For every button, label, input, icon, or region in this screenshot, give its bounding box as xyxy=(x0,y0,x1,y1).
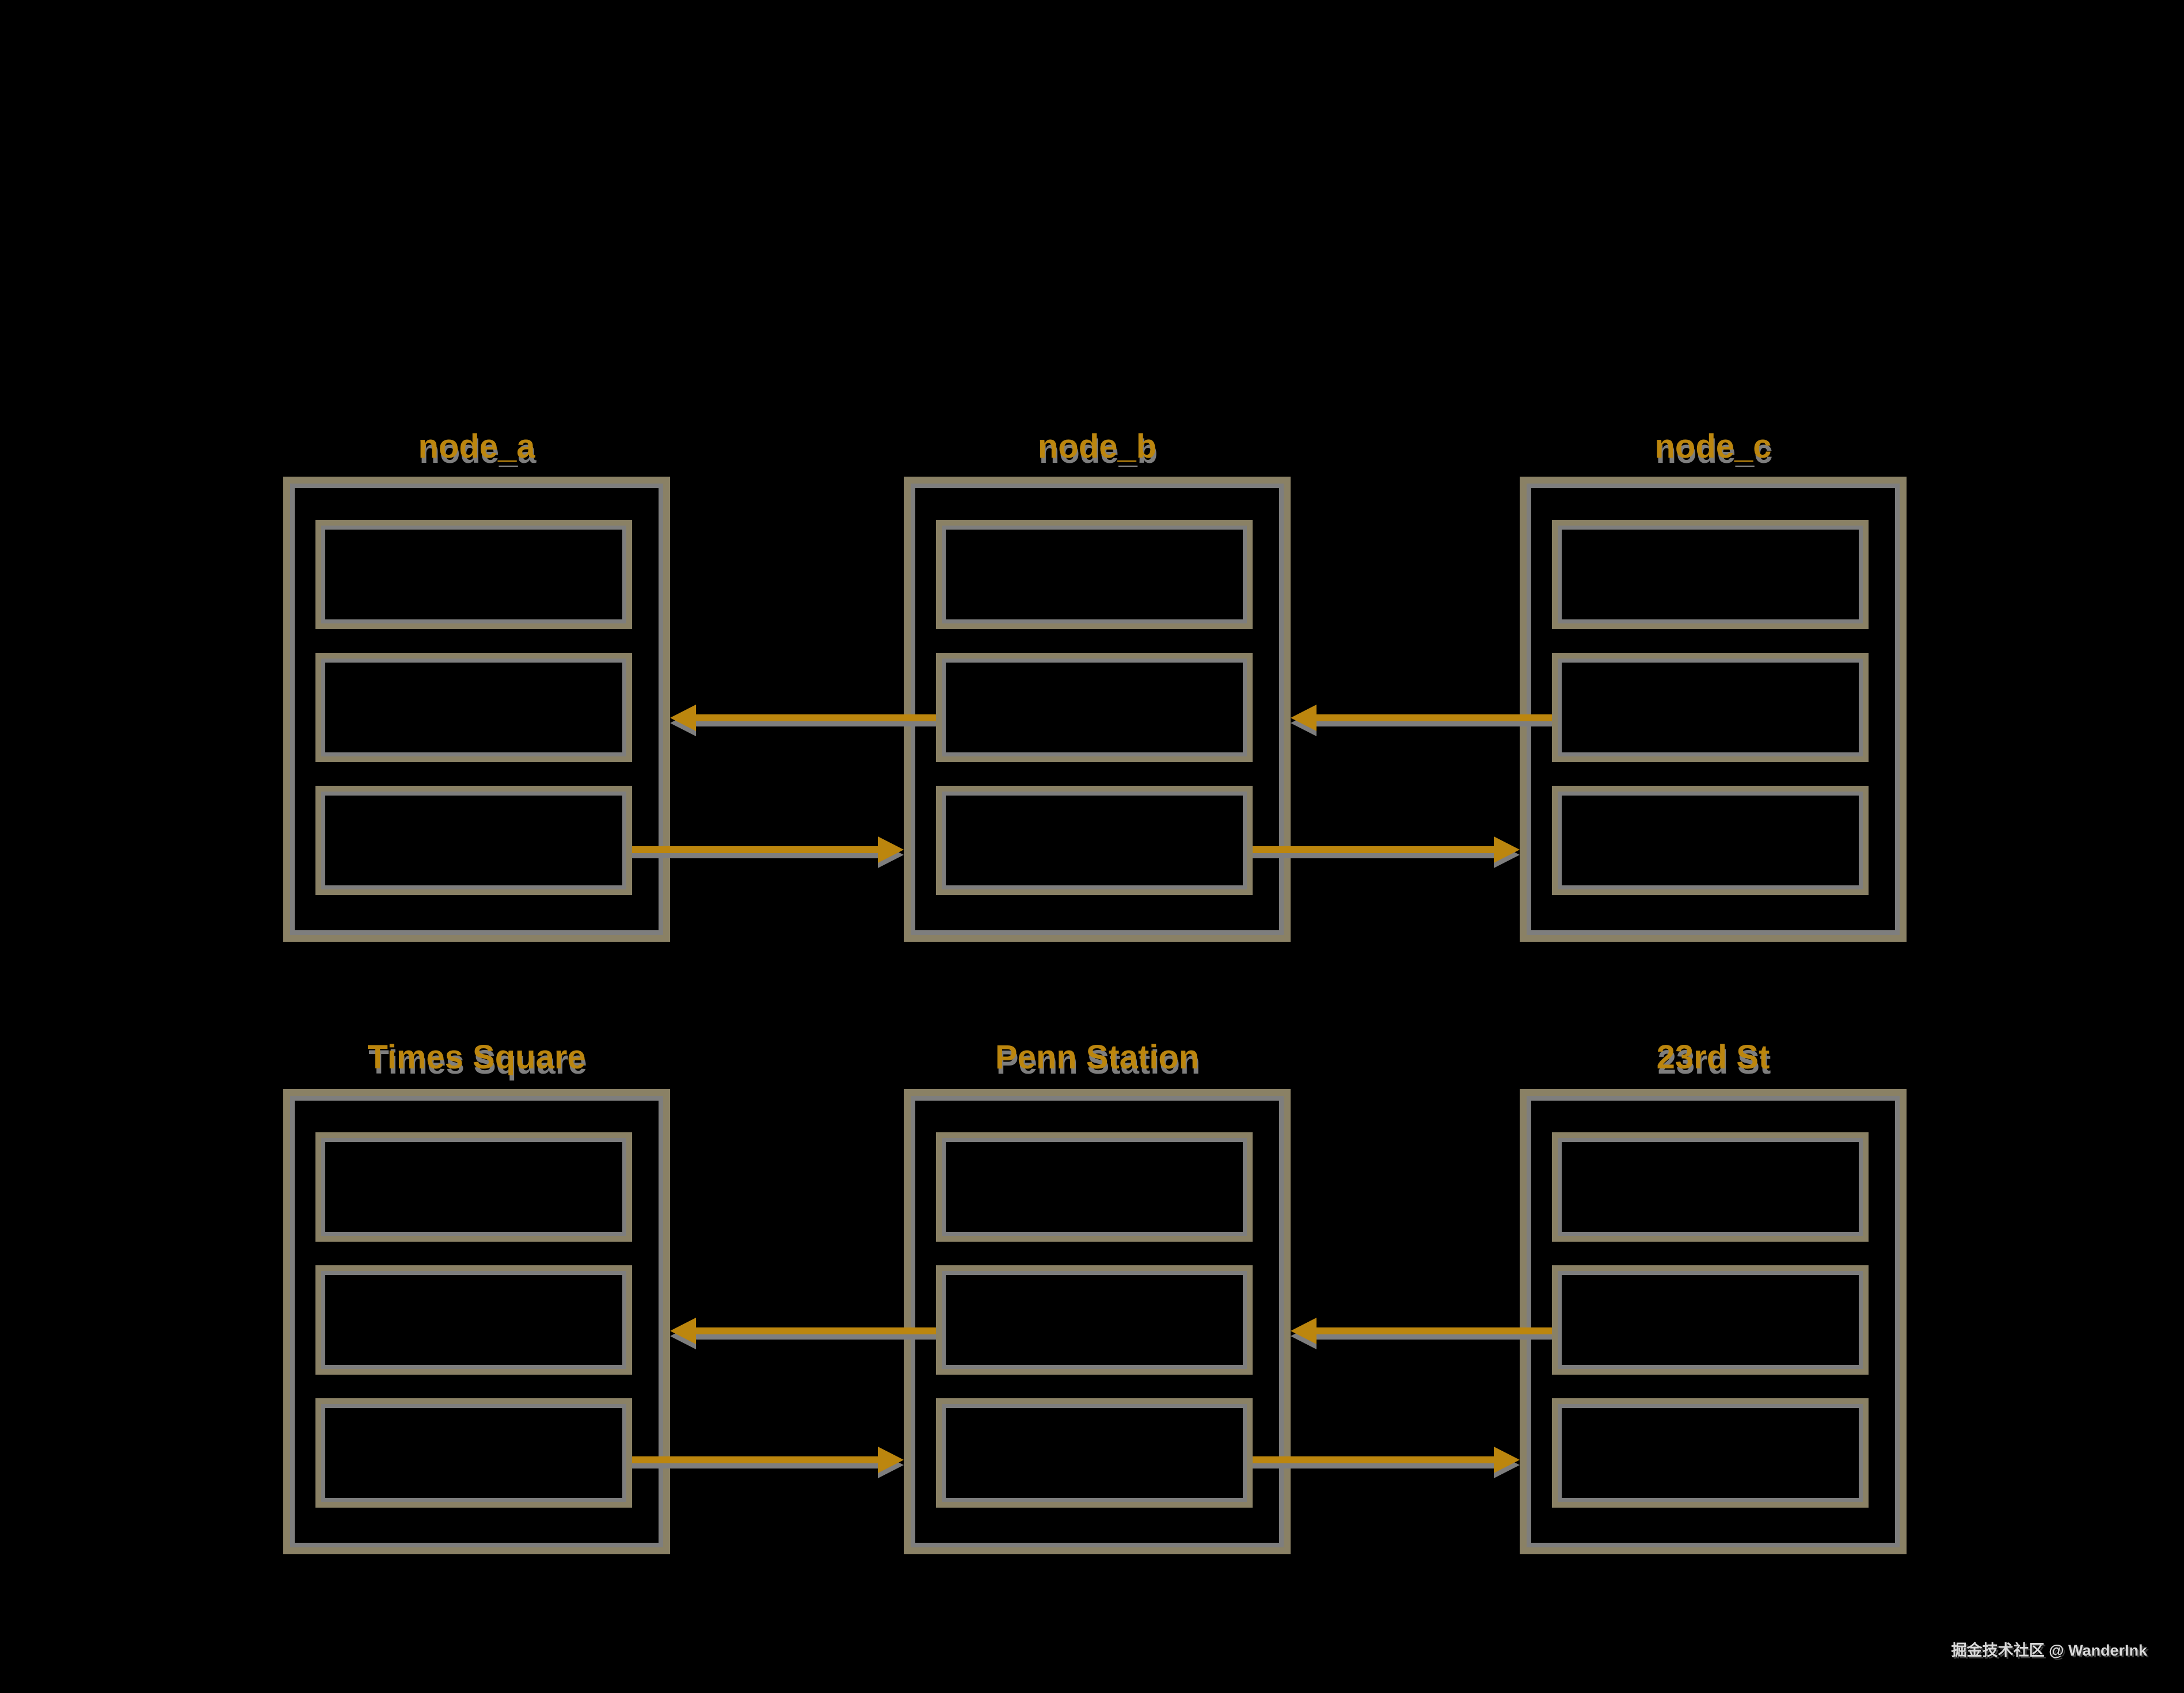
node-label-23rd-st: 23rd St xyxy=(1656,1038,1770,1076)
next-arrow-penn-station-to-23rd-st xyxy=(1253,1447,1520,1473)
slot-next xyxy=(936,1398,1253,1508)
node-label-node-a: node_a xyxy=(418,428,535,465)
next-arrow-times-square-to-penn-station xyxy=(632,1447,904,1473)
arrow-line xyxy=(1253,1456,1499,1463)
node-label-node-c: node_c xyxy=(1654,428,1772,465)
node-box-node-b xyxy=(904,477,1291,942)
slot-value xyxy=(936,1132,1253,1242)
slot-value xyxy=(1552,520,1869,629)
slot-prev xyxy=(1552,653,1869,762)
slot-value xyxy=(315,1132,632,1242)
arrow-line xyxy=(1311,1327,1552,1334)
node-box-penn-station xyxy=(904,1089,1291,1554)
watermark: 掘金技术社区 @ WanderInk xyxy=(1951,1642,2147,1659)
prev-arrow-node-c-to-node-b xyxy=(1291,705,1552,731)
slot-value xyxy=(936,520,1253,629)
next-arrow-node-a-to-node-b xyxy=(632,836,904,863)
slot-next xyxy=(1552,786,1869,895)
slot-next xyxy=(1552,1398,1869,1508)
arrow-line xyxy=(691,714,936,721)
slot-value xyxy=(1552,1132,1869,1242)
node-label-node-b: node_b xyxy=(1037,428,1157,465)
prev-arrow-23rd-st-to-penn-station xyxy=(1291,1318,1552,1344)
arrow-line xyxy=(691,1327,936,1334)
arrow-line xyxy=(1311,714,1552,721)
node-label-penn-station: Penn Station xyxy=(995,1038,1200,1076)
slot-next xyxy=(315,786,632,895)
slot-prev xyxy=(1552,1265,1869,1375)
node-box-23rd-st xyxy=(1520,1089,1907,1554)
slot-prev xyxy=(936,653,1253,762)
node-box-node-a xyxy=(283,477,670,942)
slot-value xyxy=(315,520,632,629)
arrow-line xyxy=(1253,846,1499,853)
arrow-line xyxy=(632,846,883,853)
node-box-node-c xyxy=(1520,477,1907,942)
next-arrow-node-b-to-node-c xyxy=(1253,836,1520,863)
slot-prev xyxy=(315,1265,632,1375)
node-label-times-square: Times Square xyxy=(367,1038,586,1076)
prev-arrow-penn-station-to-times-square xyxy=(670,1318,936,1344)
node-box-times-square xyxy=(283,1089,670,1554)
arrow-line xyxy=(632,1456,883,1463)
slot-prev xyxy=(936,1265,1253,1375)
slot-prev xyxy=(315,653,632,762)
slot-next xyxy=(315,1398,632,1508)
prev-arrow-node-b-to-node-a xyxy=(670,705,936,731)
slot-next xyxy=(936,786,1253,895)
